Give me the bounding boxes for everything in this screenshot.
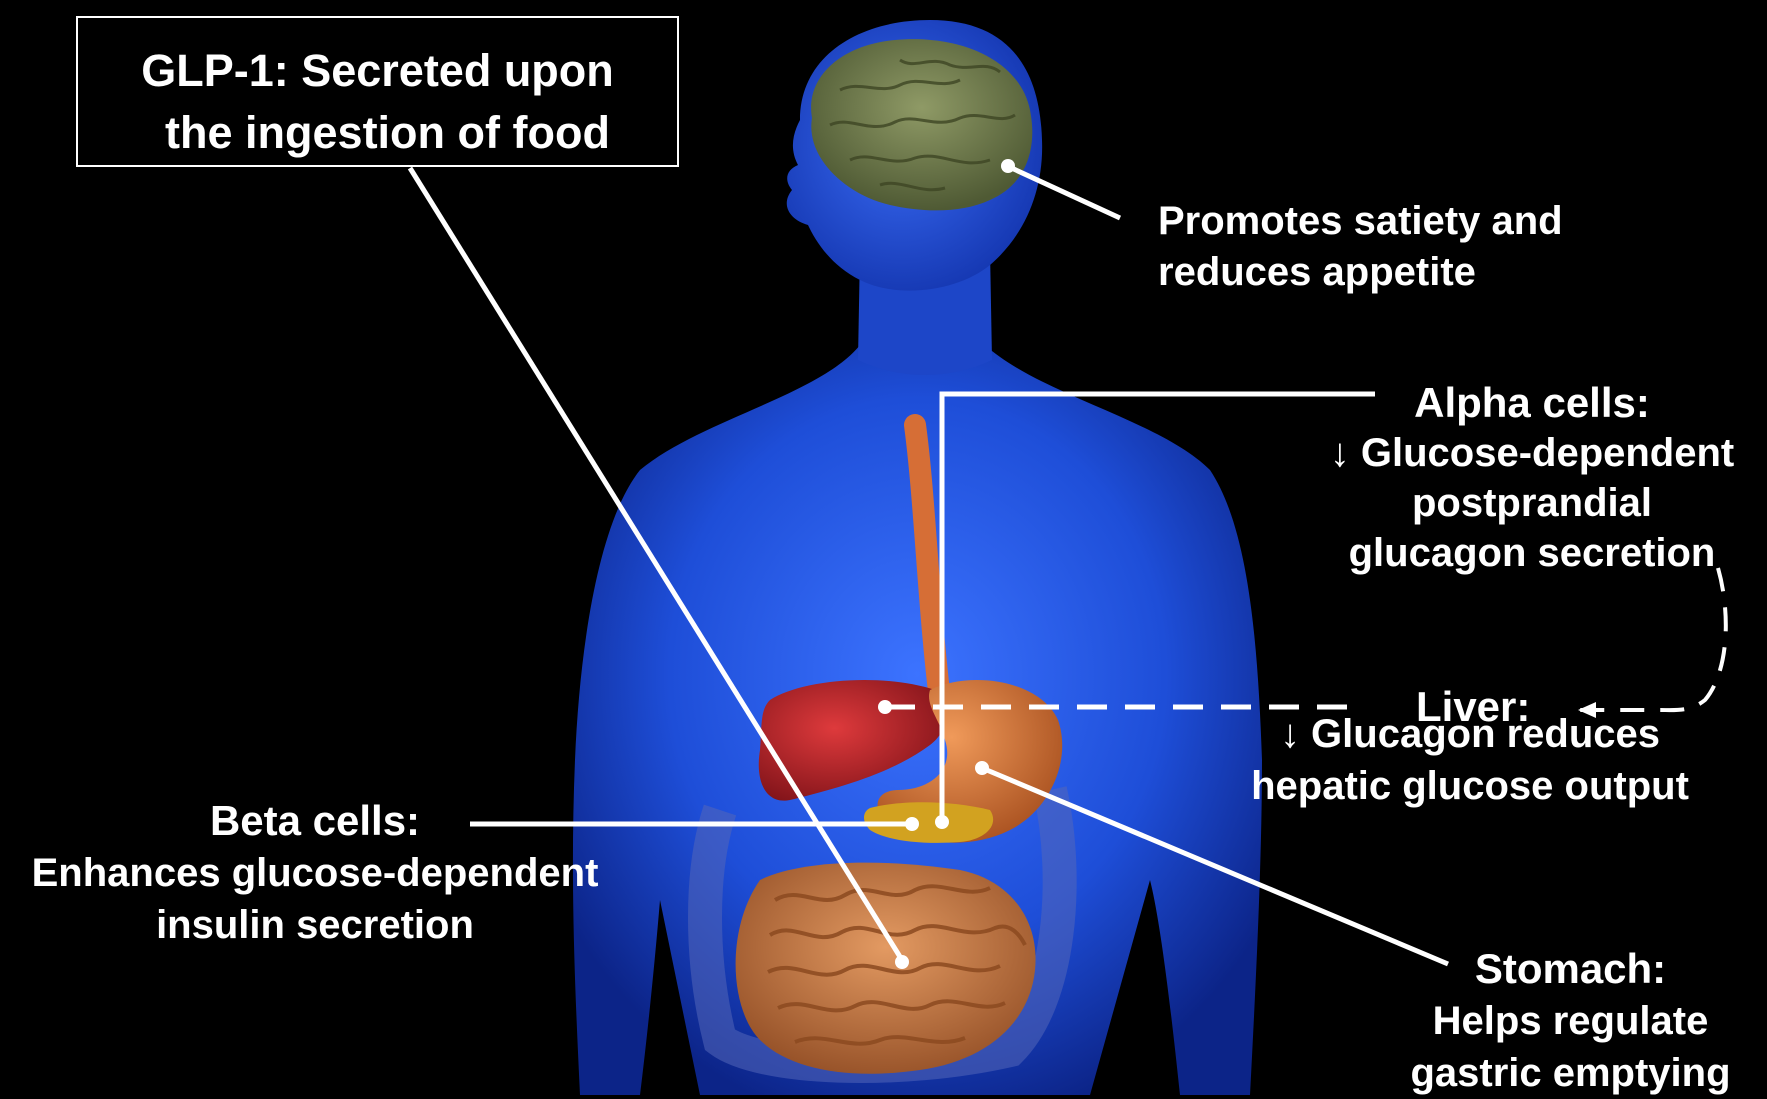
dot-stomach [975,761,989,775]
stomach-heading: Stomach: [1378,943,1763,995]
brain-label: Promotes satiety and reduces appetite [1158,196,1563,298]
dot-brain [1001,159,1015,173]
connector-alpha-liver-dashed [1580,568,1726,710]
title-text: GLP-1: Secreted upon the ingestion of fo… [76,40,679,164]
alpha-line-2: postprandial [1302,478,1762,528]
alpha-line-1: ↓ Glucose-dependent [1302,428,1762,478]
dot-beta [905,817,919,831]
liver-label: ↓ Glucagon reduces hepatic glucose outpu… [1240,708,1700,812]
stomach-line-1: Helps regulate [1378,995,1763,1047]
alpha-heading: Alpha cells: [1302,378,1762,428]
stomach-label: Stomach: Helps regulate gastric emptying [1378,943,1763,1099]
beta-line-1: Enhances glucose-dependent [0,847,630,899]
beta-line-2: insulin secretion [0,899,630,951]
brain-line-1: Promotes satiety and [1158,196,1563,247]
dot-alpha [935,815,949,829]
stomach-line-2: gastric emptying [1378,1047,1763,1099]
alpha-cells-label: Alpha cells: ↓ Glucose-dependent postpra… [1302,378,1762,578]
liver-line-2: hepatic glucose output [1240,760,1700,812]
dot-intestine [895,955,909,969]
beta-cells-label: Beta cells: Enhances glucose-dependent i… [0,795,630,951]
title-line-1: GLP-1: Secreted upon [76,40,679,102]
alpha-line-3: glucagon secretion [1302,528,1762,578]
liver-line-1: ↓ Glucagon reduces [1240,708,1700,760]
beta-heading: Beta cells: [0,795,630,847]
title-line-2: the ingestion of food [76,102,679,164]
brain-line-2: reduces appetite [1158,247,1563,298]
dot-liver [878,700,892,714]
